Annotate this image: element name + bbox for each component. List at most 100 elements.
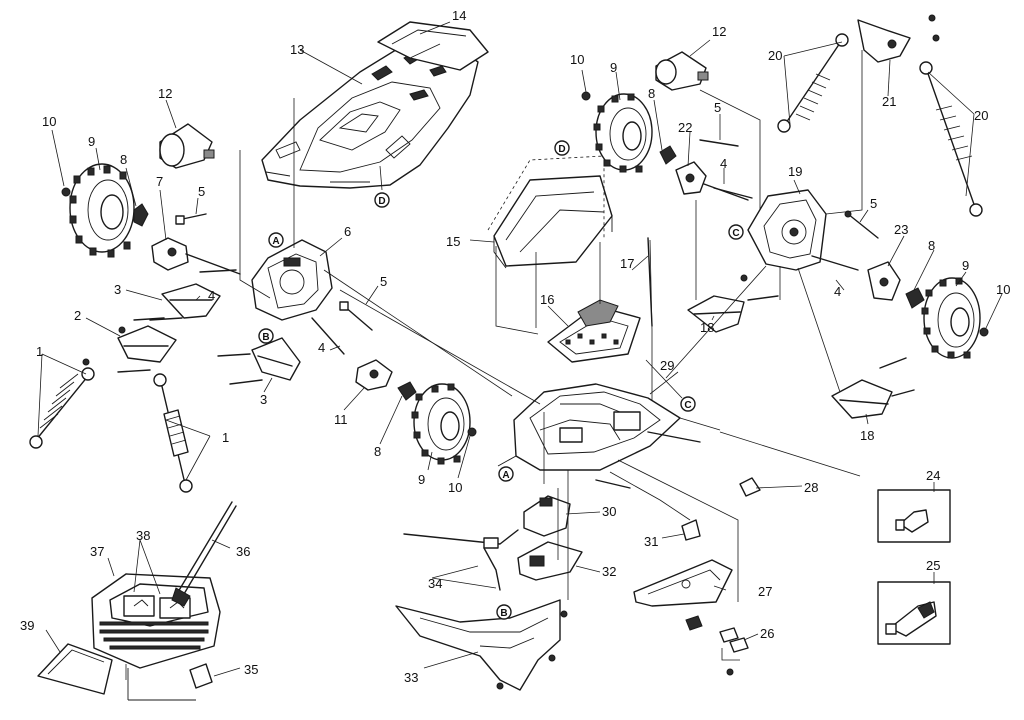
label-5-right: 5 <box>870 196 877 211</box>
label-37: 37 <box>90 544 104 559</box>
label-3-top: 3 <box>114 282 121 297</box>
label-10-right: 10 <box>996 282 1010 297</box>
label-10-left: 10 <box>42 114 56 129</box>
gearbox-11 <box>355 359 393 391</box>
antenna-36 <box>171 501 237 607</box>
chassis-29 <box>497 383 721 471</box>
shock-left-1 <box>29 367 95 449</box>
label-5-left: 5 <box>198 184 205 199</box>
label-26: 26 <box>760 626 774 641</box>
motor-right <box>655 51 709 91</box>
knuckle-23 <box>867 261 901 301</box>
skid-plate-33 <box>395 599 561 691</box>
label-4-top: 4 <box>720 156 727 171</box>
wheel-nut-left <box>61 187 71 197</box>
label-33: 33 <box>404 670 418 685</box>
wheel-right-top <box>593 93 653 173</box>
svg-text:B: B <box>262 332 269 343</box>
label-19: 19 <box>788 164 802 179</box>
label-39: 39 <box>20 618 34 633</box>
hub-8-rear <box>905 287 925 309</box>
battery-door-39 <box>37 643 113 695</box>
label-23: 23 <box>894 222 908 237</box>
arm-18-upper <box>687 274 779 333</box>
wheel-left-front <box>69 163 135 258</box>
svg-text:D: D <box>378 196 385 207</box>
label-6: 6 <box>344 224 351 239</box>
label-5-center: 5 <box>380 274 387 289</box>
knuckle-7 <box>151 237 241 275</box>
part-labels: 14 13 12 10 9 8 7 5 6 3 4 2 1 1 4 5 3 11… <box>20 8 1010 685</box>
label-13: 13 <box>290 42 304 57</box>
label-35: 35 <box>244 662 258 677</box>
label-28: 28 <box>804 480 818 495</box>
svg-text:D: D <box>558 144 565 155</box>
part-31 <box>681 519 701 541</box>
label-27: 27 <box>758 584 772 599</box>
label-14: 14 <box>452 8 466 23</box>
rear-wing <box>377 21 489 71</box>
transmitter-37 <box>91 573 221 669</box>
shock-left-2 <box>153 373 193 493</box>
part-box-25 <box>877 581 951 645</box>
link-21 <box>857 14 940 63</box>
cover-plate-27 <box>633 559 733 607</box>
servo-30 <box>523 495 571 537</box>
label-4-left: 4 <box>208 288 215 303</box>
arm-3-upper <box>161 283 221 319</box>
part-box-24 <box>877 489 951 543</box>
marker-b-skid: B <box>496 604 512 620</box>
label-9-center: 9 <box>418 472 425 487</box>
shock-rear-right <box>919 61 983 217</box>
marker-c-gearbox: C <box>728 224 744 240</box>
wheel-nut-right-rear <box>979 327 989 337</box>
label-29: 29 <box>660 358 674 373</box>
label-5-top: 5 <box>714 100 721 115</box>
label-2: 2 <box>74 308 81 323</box>
label-31: 31 <box>644 534 658 549</box>
part-35 <box>189 663 213 689</box>
label-7: 7 <box>156 174 163 189</box>
body-shell <box>261 39 479 189</box>
gearbox-19 <box>747 189 827 271</box>
marker-c-chassis: C <box>680 396 696 412</box>
label-17: 17 <box>620 256 634 271</box>
screw-center <box>560 610 568 618</box>
clips-26 <box>685 615 749 676</box>
marker-a-top: A <box>268 232 284 248</box>
hub-left <box>133 203 149 227</box>
label-34: 34 <box>428 576 442 591</box>
label-12-left: 12 <box>158 86 172 101</box>
marker-d-cover: D <box>554 140 570 156</box>
svg-text:C: C <box>684 400 691 411</box>
label-1-right: 1 <box>222 430 229 445</box>
leader-lines <box>37 21 1003 677</box>
svg-text:A: A <box>272 236 279 247</box>
motor-left <box>159 123 215 169</box>
label-18-lower: 18 <box>860 428 874 443</box>
circuit-board-16 <box>547 299 641 363</box>
label-32: 32 <box>602 564 616 579</box>
label-10-center: 10 <box>448 480 462 495</box>
label-36: 36 <box>236 544 250 559</box>
part-28 <box>739 477 761 497</box>
label-8-right: 8 <box>928 238 935 253</box>
knuckle-22 <box>675 161 749 201</box>
hub-8-center <box>397 381 417 401</box>
label-10-top: 10 <box>570 52 584 67</box>
label-25: 25 <box>926 558 940 573</box>
label-4-right: 4 <box>834 284 841 299</box>
wheel-nut-right-top <box>581 91 591 101</box>
svg-text:C: C <box>732 228 739 239</box>
bracket-line-35 <box>127 668 196 701</box>
svg-text:A: A <box>502 470 509 481</box>
shaft-5-right <box>699 139 739 147</box>
linkage-34 <box>403 529 519 591</box>
bracket-32 <box>517 541 583 581</box>
wheel-center <box>411 383 471 465</box>
marker-d-body: D <box>374 192 390 208</box>
label-11: 11 <box>334 412 348 427</box>
label-9-top: 9 <box>610 60 617 75</box>
arm-3-lower <box>251 337 301 381</box>
